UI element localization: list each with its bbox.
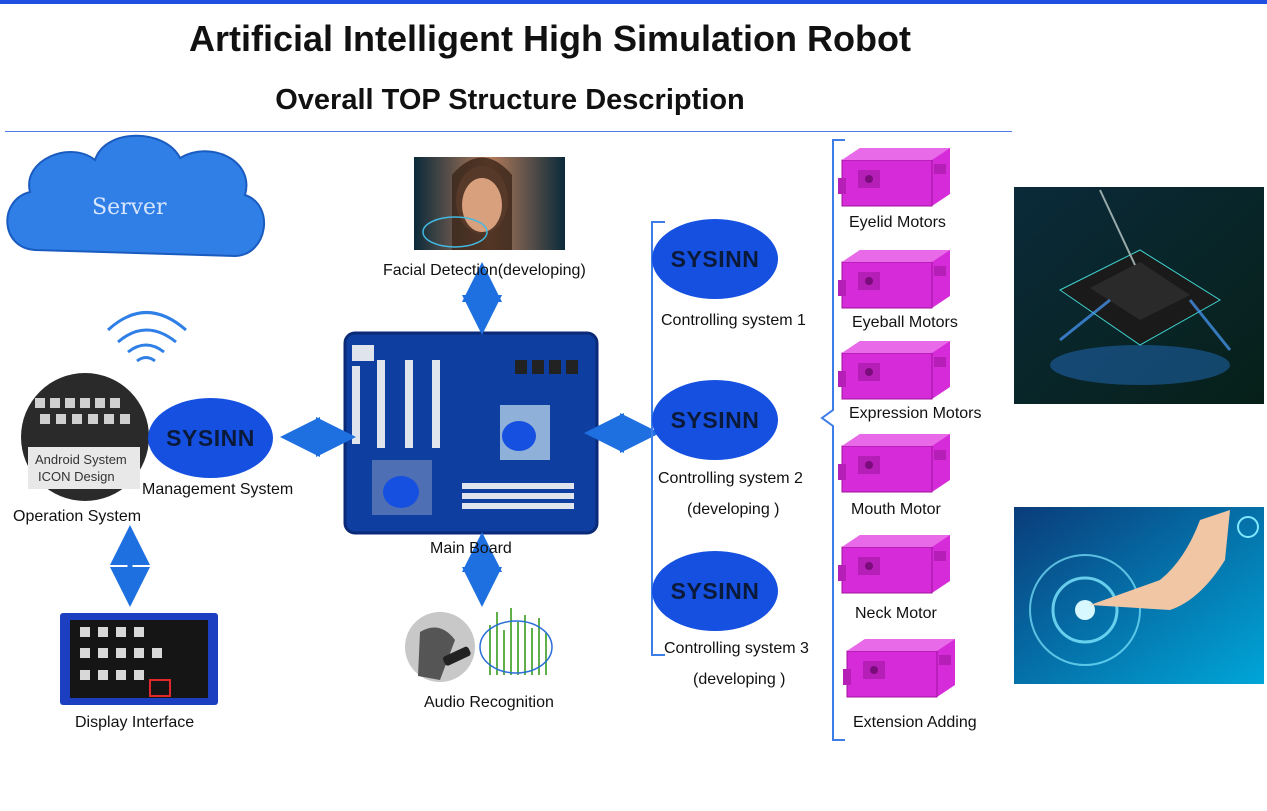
servo-motor-icon-extension xyxy=(843,635,959,701)
controller-1-label: Controlling system 1 xyxy=(661,312,806,329)
management-system-label: Management System xyxy=(142,481,294,498)
servo-motor-icon-eyelid xyxy=(838,144,954,210)
operation-system-device xyxy=(21,373,149,501)
motor-label-expression: Expression Motors xyxy=(849,405,982,422)
controller-2-ellipse: SYSINN xyxy=(652,380,778,460)
motor-label-eyeball: Eyeball Motors xyxy=(852,314,958,331)
header-divider xyxy=(5,131,1012,132)
controller-3-ellipse: SYSINN xyxy=(652,551,778,631)
page-subtitle: Overall TOP Structure Description xyxy=(275,84,745,116)
motor-label-mouth: Mouth Motor xyxy=(851,501,941,518)
server-label: Server xyxy=(92,195,167,220)
management-sysinn-ellipse: SYSINN xyxy=(148,398,273,478)
motor-label-eyelid: Eyelid Motors xyxy=(849,214,946,231)
controller-2-sub: (developing ) xyxy=(687,501,780,518)
touch-interface-image xyxy=(1014,507,1264,684)
chip-image xyxy=(1014,187,1264,404)
facial-detection-label: Facial Detection(developing) xyxy=(383,262,586,279)
page-title: Artificial Intelligent High Simulation R… xyxy=(189,18,911,59)
operation-system-label: Operation System xyxy=(13,508,142,525)
top-accent-bar xyxy=(0,0,1267,4)
os-screen-line1: Android System xyxy=(35,452,127,467)
controller-3-sub: (developing ) xyxy=(693,671,786,688)
servo-motor-icon-mouth xyxy=(838,430,954,496)
controllers-bracket xyxy=(651,221,665,656)
display-interface-label: Display Interface xyxy=(75,714,195,731)
motor-label-extension: Extension Adding xyxy=(853,714,977,731)
facial-detection-image xyxy=(414,157,565,250)
controller-3-label: Controlling system 3 xyxy=(664,640,809,657)
servo-motor-icon-neck xyxy=(838,531,954,597)
server-cloud xyxy=(6,134,266,258)
controller-2-label: Controlling system 2 xyxy=(658,470,803,487)
os-screen-line2: ICON Design xyxy=(38,469,115,484)
servo-motor-icon-expression xyxy=(838,337,954,403)
connector-arrows xyxy=(110,262,660,607)
wifi-icon xyxy=(106,311,187,363)
display-tablet xyxy=(60,613,218,705)
servo-motor-icon-eyeball xyxy=(838,246,954,312)
main-board xyxy=(343,331,599,535)
motors-bracket xyxy=(820,139,845,741)
main-board-label: Main Board xyxy=(430,540,512,557)
controller-1-ellipse: SYSINN xyxy=(652,219,778,299)
motor-label-neck: Neck Motor xyxy=(855,605,937,622)
audio-recognition-label: Audio Recognition xyxy=(424,694,554,711)
audio-recognition-image xyxy=(405,608,553,682)
